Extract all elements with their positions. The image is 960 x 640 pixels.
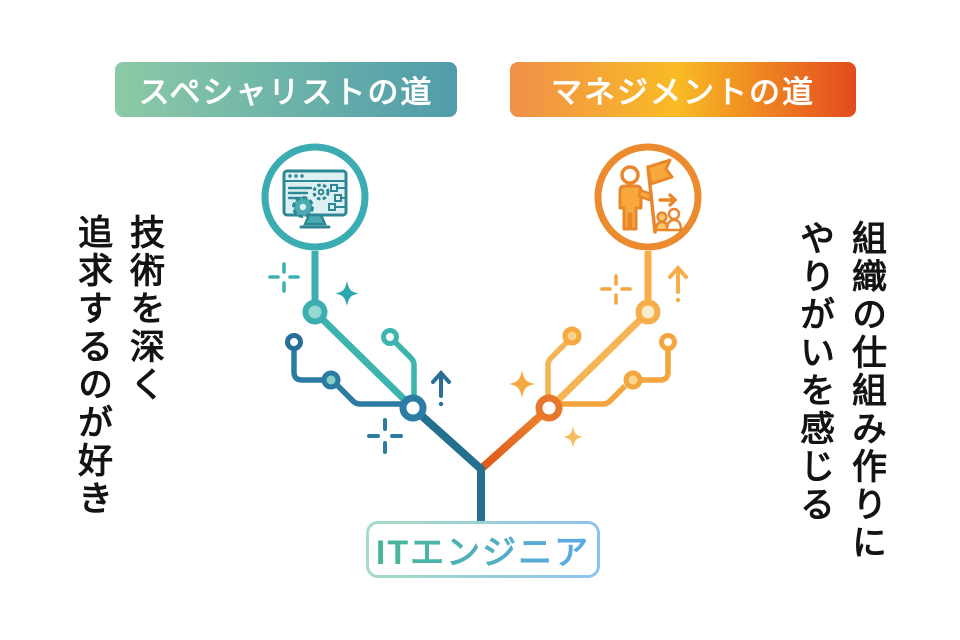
node-circle [635, 299, 661, 325]
sparkle-star-icon [509, 370, 535, 398]
monitor-gears-icon [261, 143, 369, 251]
management-caption: 組織の仕組み作りに やりがいを感じる [788, 220, 892, 580]
up-arrow-icon [431, 369, 451, 407]
junction-node [399, 394, 427, 422]
node-circle [285, 333, 303, 351]
management-nodes [535, 299, 677, 422]
management-stem [478, 405, 552, 472]
specialist-caption-line2: 追求するのが好き [73, 214, 112, 518]
right-arrow-icon [658, 193, 678, 207]
specialist-stem [410, 405, 485, 521]
management-caption-line1: 組織の仕組み作りに [847, 220, 886, 562]
node-circle [321, 370, 341, 390]
management-caption-line2: やりがいを感じる [795, 220, 834, 524]
management-path-badge: マネジメントの道 [510, 62, 856, 117]
specialist-nodes [285, 299, 427, 422]
up-arrow-icon [668, 264, 688, 303]
sparkle-star-icon [335, 281, 359, 306]
specialist-caption-line1: 技術を深く [125, 214, 164, 404]
root-label: ITエンジニア [376, 525, 590, 574]
sparkle-plus-icon [367, 418, 403, 454]
node-circle [302, 299, 328, 325]
it-engineer-box-inner: ITエンジニア [369, 524, 597, 575]
specialist-path-badge: スペシャリストの道 [115, 62, 457, 117]
specialist-icon-circle [261, 143, 369, 251]
junction-node [535, 394, 563, 422]
node-circle [562, 326, 582, 346]
sparkle-plus-icon [268, 262, 300, 293]
management-icon-circle [594, 143, 702, 251]
specialist-caption: 技術を深く 追求するのが好き [66, 214, 170, 554]
it-engineer-box: ITエンジニア [366, 521, 600, 578]
node-circle [659, 333, 677, 351]
node-circle [623, 370, 643, 390]
specialist-branch-lines [291, 251, 417, 411]
sparkle-star-icon [563, 426, 583, 448]
leader-flag-icon [594, 143, 702, 251]
management-branch-lines [545, 251, 671, 411]
node-circle [381, 328, 399, 346]
sparkle-plus-icon [600, 274, 632, 305]
